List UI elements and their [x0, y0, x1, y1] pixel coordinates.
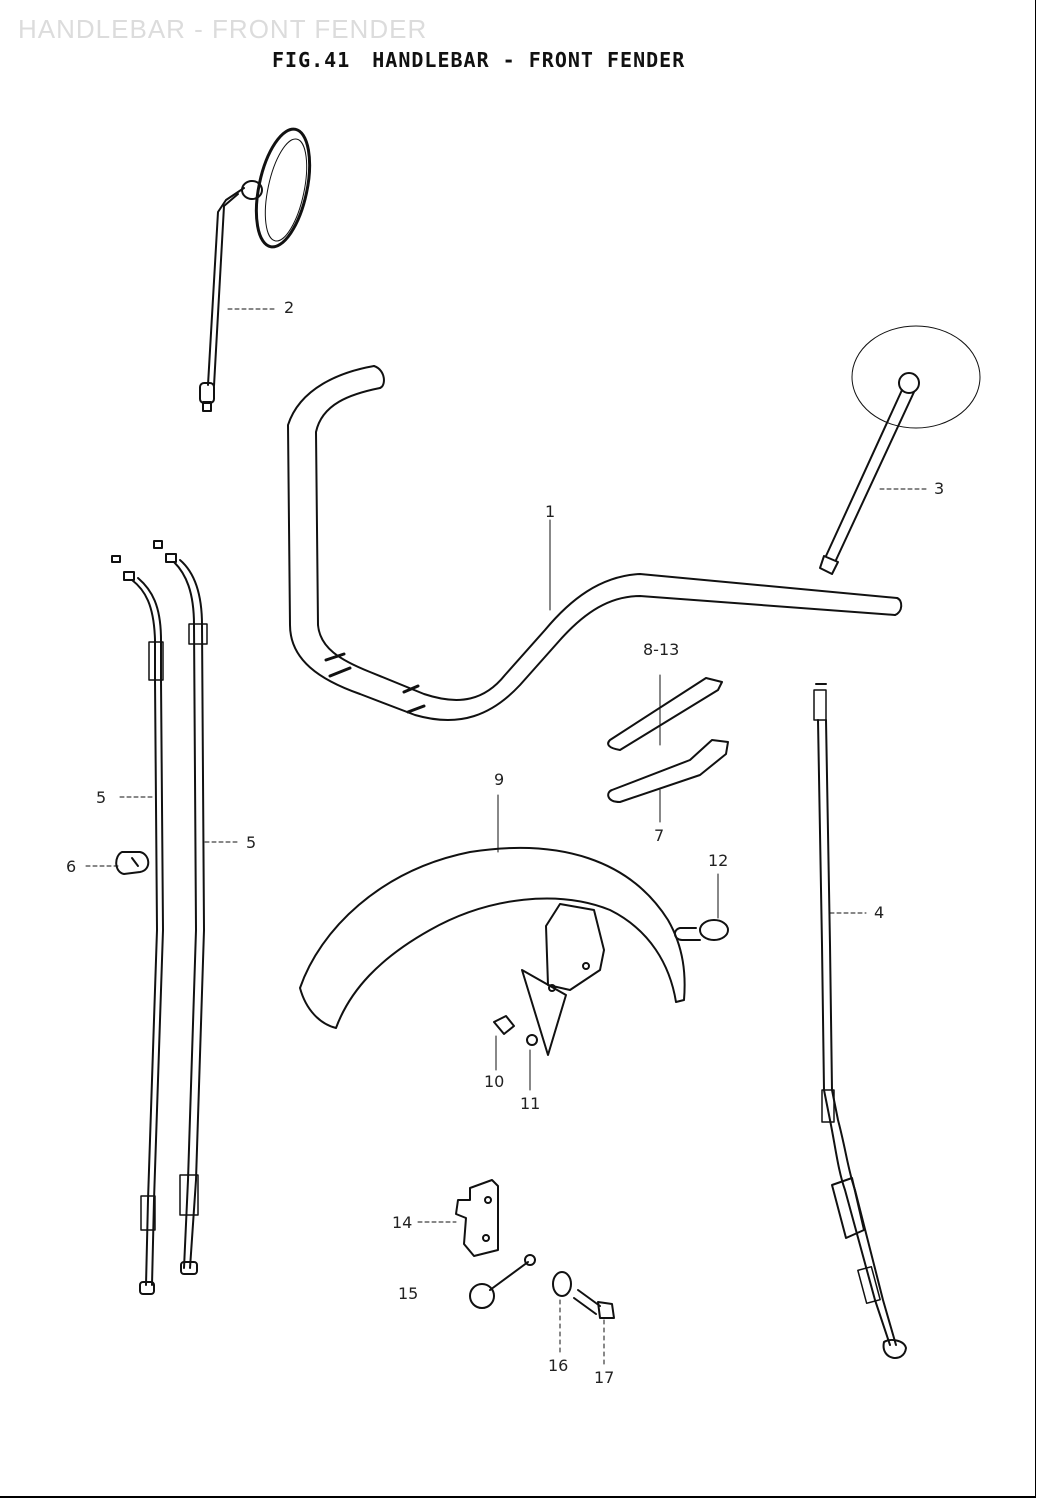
figure-number: FIG.41 [272, 48, 351, 72]
long-cable [813, 683, 907, 1359]
washer-part-16 [552, 1271, 572, 1356]
nut-part-10 [493, 1015, 515, 1071]
bolt-part-17 [573, 1289, 615, 1369]
plate-bracket-14 [455, 1179, 499, 1257]
callout-2: 2 [284, 298, 295, 317]
right-mirror [819, 325, 981, 575]
callout-5-left: 5 [96, 788, 107, 807]
front-fender [299, 794, 686, 1056]
figure-title: FIG.41 HANDLEBAR - FRONT FENDER [272, 48, 685, 72]
watermark-title: HANDLEBAR - FRONT FENDER [18, 14, 428, 44]
cable-left [111, 555, 164, 1295]
callout-3: 3 [934, 479, 945, 498]
callout-4: 4 [874, 903, 885, 922]
reflector-part-12 [674, 873, 729, 941]
callout-15: 15 [398, 1284, 419, 1303]
clip-part-15 [469, 1254, 536, 1309]
left-mirror [199, 127, 312, 412]
callout-16: 16 [548, 1356, 569, 1375]
callout-11: 11 [520, 1094, 541, 1113]
callout-10: 10 [484, 1072, 505, 1091]
cable-right [153, 540, 208, 1275]
leader-lines [85, 308, 927, 1223]
figure-name: HANDLEBAR - FRONT FENDER [372, 48, 686, 72]
callout-7: 7 [654, 826, 665, 845]
callout-1: 1 [545, 502, 556, 521]
bracket-upper [607, 674, 723, 751]
callout-8-13: 8-13 [643, 640, 680, 659]
handlebar [287, 365, 903, 722]
callout-17: 17 [594, 1368, 615, 1387]
callout-14: 14 [392, 1213, 413, 1232]
callout-6: 6 [66, 857, 77, 876]
callout-5-right: 5 [246, 833, 257, 852]
cable-clamp [115, 851, 150, 875]
callout-9: 9 [494, 770, 505, 789]
callout-12: 12 [708, 851, 729, 870]
bracket-lower [607, 739, 729, 823]
washer-part-11 [526, 1034, 538, 1091]
